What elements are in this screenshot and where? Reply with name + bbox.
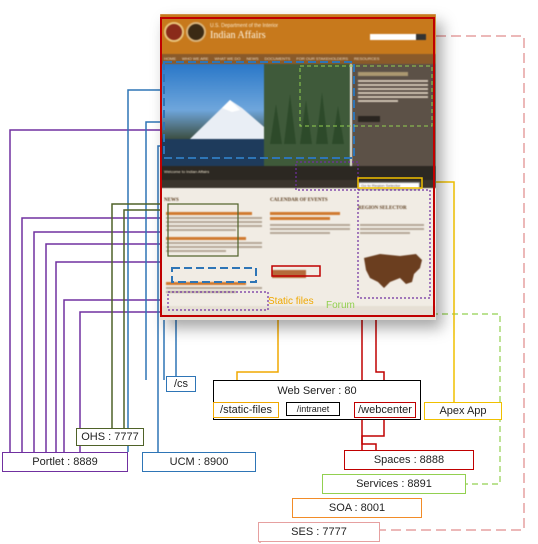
logo-icon [186,22,206,42]
soa-box: SOA : 8001 [292,498,422,518]
news-heading: NEWS [164,198,179,203]
spaces-box: Spaces : 8888 [344,450,474,470]
forum-label: Forum [326,300,355,311]
ses-box: SES : 7777 [258,522,380,542]
nav-item[interactable]: WHAT WE DO [214,56,241,61]
intranet-path-box: /intranet [286,402,340,416]
ucm-box: UCM : 8900 [142,452,256,472]
webcenter-path-box: /webcenter [354,402,416,418]
search-input[interactable] [370,34,422,40]
search-button[interactable] [416,34,426,40]
nav-item[interactable]: RESOURCES [354,56,380,61]
portlet-box: Portlet : 8889 [2,452,128,472]
agency-line: U.S. Department of the Interior [210,23,279,29]
nav-item[interactable]: NEWS [246,56,259,61]
nav-item[interactable]: DOCUMENTS [264,56,291,61]
ohs-box: OHS : 7777 [76,428,144,446]
banner-caption: Welcome to Indian Affairs [164,169,210,174]
page-frame [160,17,435,317]
web-server-label: Web Server : 80 [277,385,357,397]
nav-item[interactable]: WHO WE ARE [182,56,209,61]
services-box: Services : 8891 [322,474,466,494]
apex-box: Apex App [424,402,502,420]
static-files-label: Static files [268,296,314,307]
static-files-path-box: /static-files [213,402,279,418]
calendar-heading: CALENDAR OF EVENTS [270,198,328,203]
main-nav: HOME WHO WE ARE WHAT WE DO NEWS DOCUMENT… [160,54,436,64]
nav-item[interactable]: HOME [164,56,176,61]
nav-item[interactable]: FOR OUR STAKEHOLDERS [296,56,349,61]
site-title: Indian Affairs [210,30,266,41]
cs-path-box: /cs [166,376,196,392]
seal-icon [164,22,184,42]
